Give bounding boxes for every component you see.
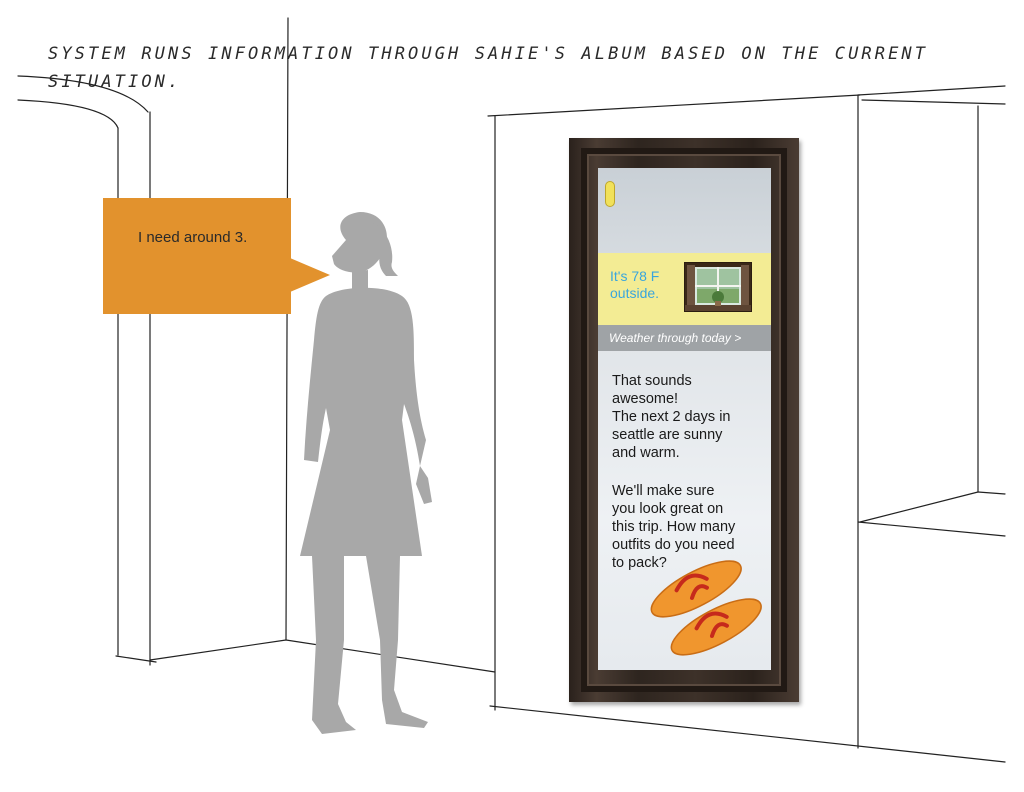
message-line: The next 2 days in (612, 409, 731, 425)
weather-outside-line: outside. (610, 285, 660, 301)
speech-bubble-tail (290, 258, 330, 292)
message-line: to pack? (612, 555, 667, 571)
mirror-frame-inner-molding (581, 148, 787, 692)
weather-panel: It's 78 F outside. (598, 253, 771, 325)
message-line: you look great on (612, 501, 724, 517)
weather-link-label: Weather through today > (609, 331, 742, 345)
weather-temp-line: It's 78 F (610, 268, 660, 284)
mirror-message-2: We'll make sure you look great on this t… (612, 482, 762, 572)
weather-through-today-link[interactable]: Weather through today > (598, 325, 771, 351)
window-photo (684, 262, 752, 312)
pill-icon[interactable] (605, 181, 615, 207)
message-line: That sounds (612, 373, 692, 389)
speech-bubble-text: I need around 3. (138, 229, 248, 246)
window-photo-image (685, 263, 751, 311)
weather-text: It's 78 F outside. (610, 268, 690, 302)
speech-bubble (103, 198, 291, 314)
mirror-screen: It's 78 F outside. Weather through today… (598, 168, 771, 670)
message-line: outfits do you need (612, 537, 735, 553)
scene-caption: SYSTEM runs information through Sahie's … (48, 44, 929, 92)
mirror-message-1: That sounds awesome! The next 2 days in … (612, 372, 762, 462)
message-line: seattle are sunny (612, 427, 723, 443)
message-line: We'll make sure (612, 483, 715, 499)
sandals-image[interactable] (648, 558, 766, 658)
message-line: and warm. (612, 445, 680, 461)
message-line: this trip. How many (612, 519, 736, 535)
message-line: awesome! (612, 391, 679, 407)
